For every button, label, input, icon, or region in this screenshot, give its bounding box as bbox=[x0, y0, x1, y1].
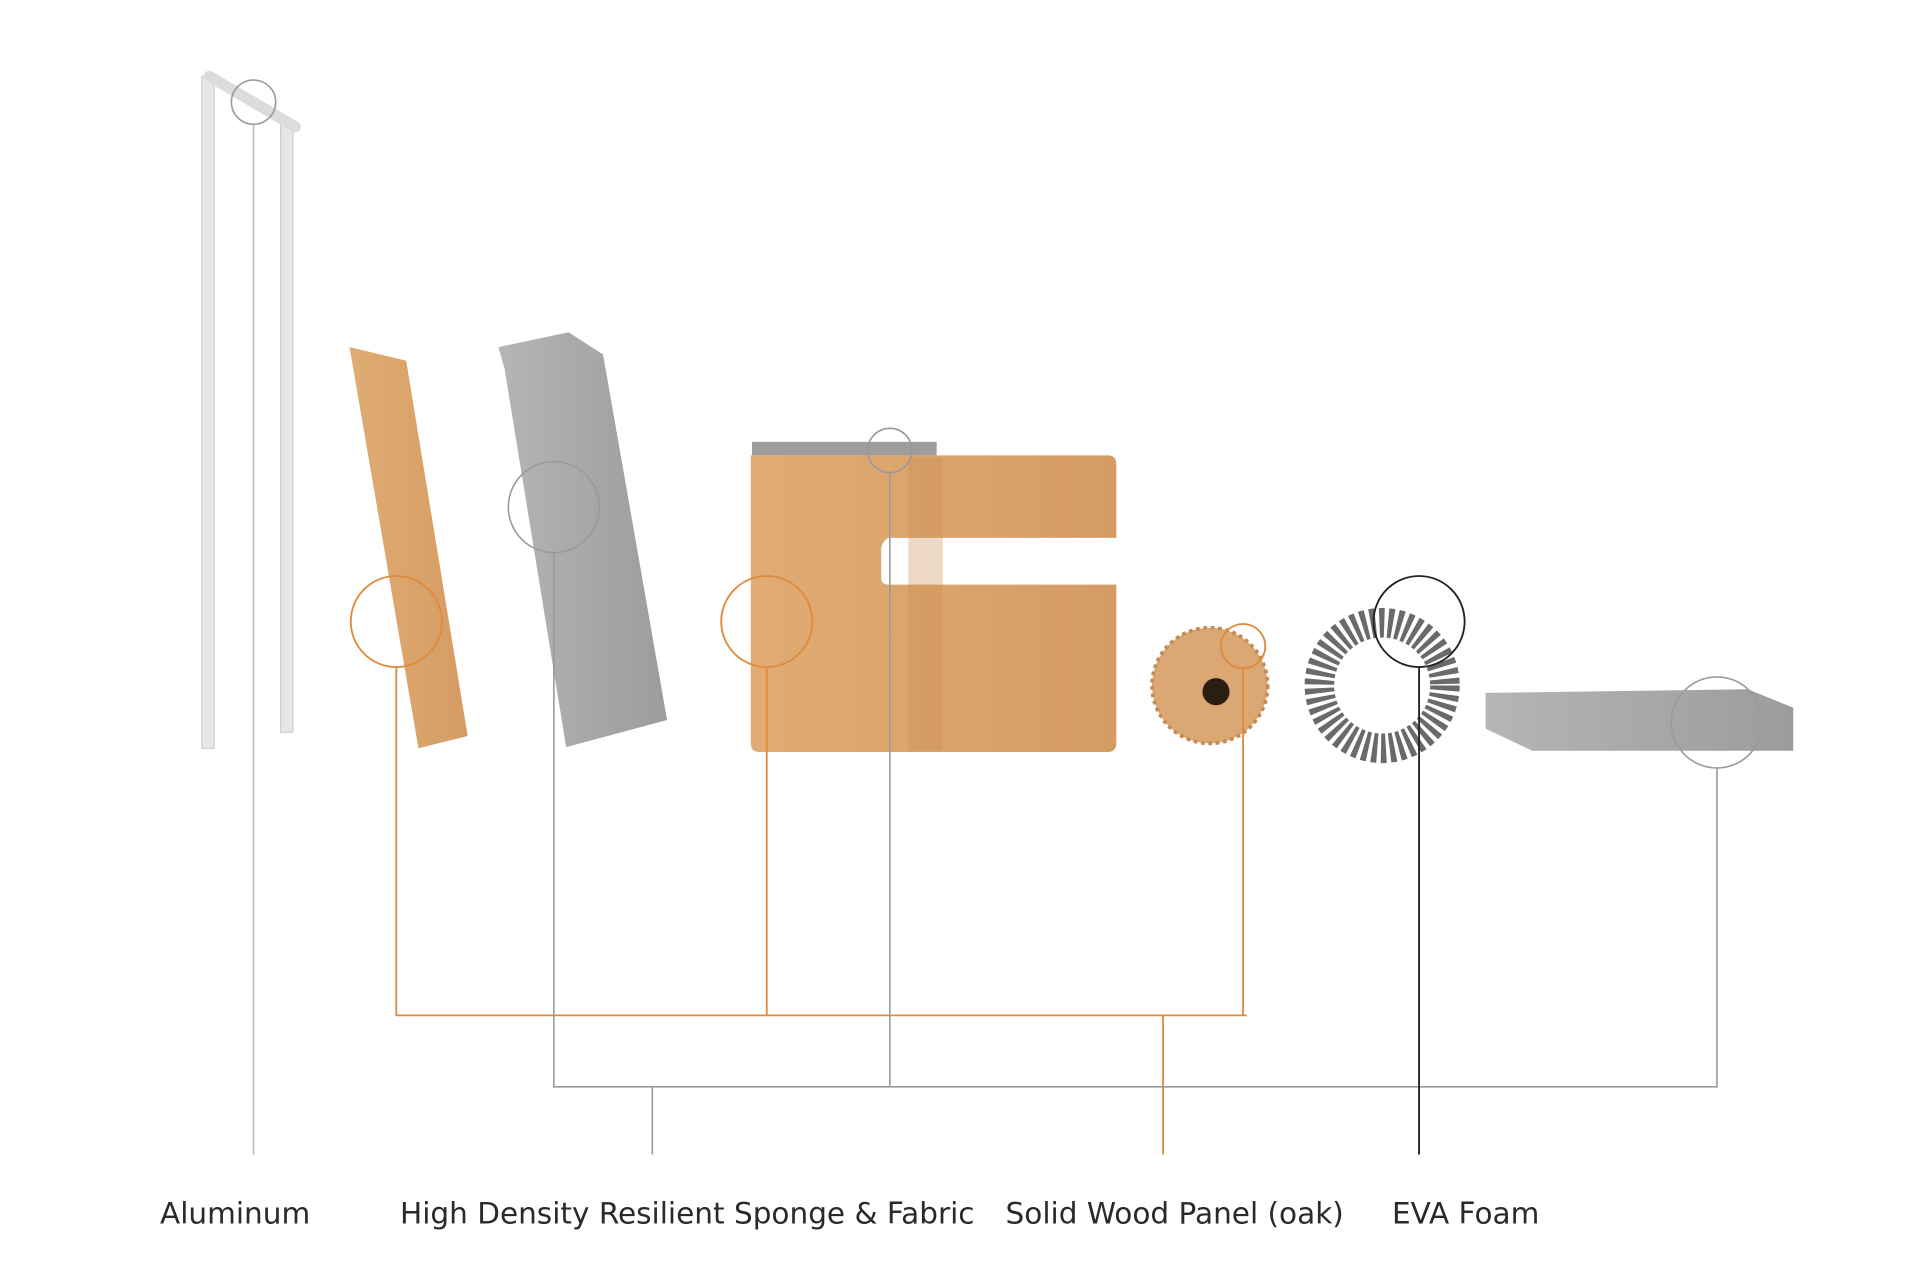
label-aluminum: Aluminum bbox=[160, 1196, 310, 1230]
wood-strip bbox=[349, 347, 468, 749]
sponge-leaders bbox=[507, 427, 1764, 1155]
eva-leader bbox=[1372, 575, 1466, 1155]
wood-c-block bbox=[750, 455, 1117, 752]
label-eva-foam: EVA Foam bbox=[1392, 1196, 1539, 1230]
fabric-strip bbox=[752, 441, 937, 456]
label-sponge-fabric: High Density Resilient Sponge & Fabric bbox=[400, 1196, 975, 1230]
foam-pad bbox=[1485, 689, 1794, 751]
sponge-block bbox=[498, 332, 668, 748]
aluminum-frame bbox=[201, 70, 301, 749]
wood-leaders bbox=[349, 575, 1267, 1155]
wood-wheel bbox=[1150, 625, 1270, 746]
label-solid-wood: Solid Wood Panel (oak) bbox=[1006, 1196, 1344, 1230]
eva-ring bbox=[1304, 608, 1460, 764]
